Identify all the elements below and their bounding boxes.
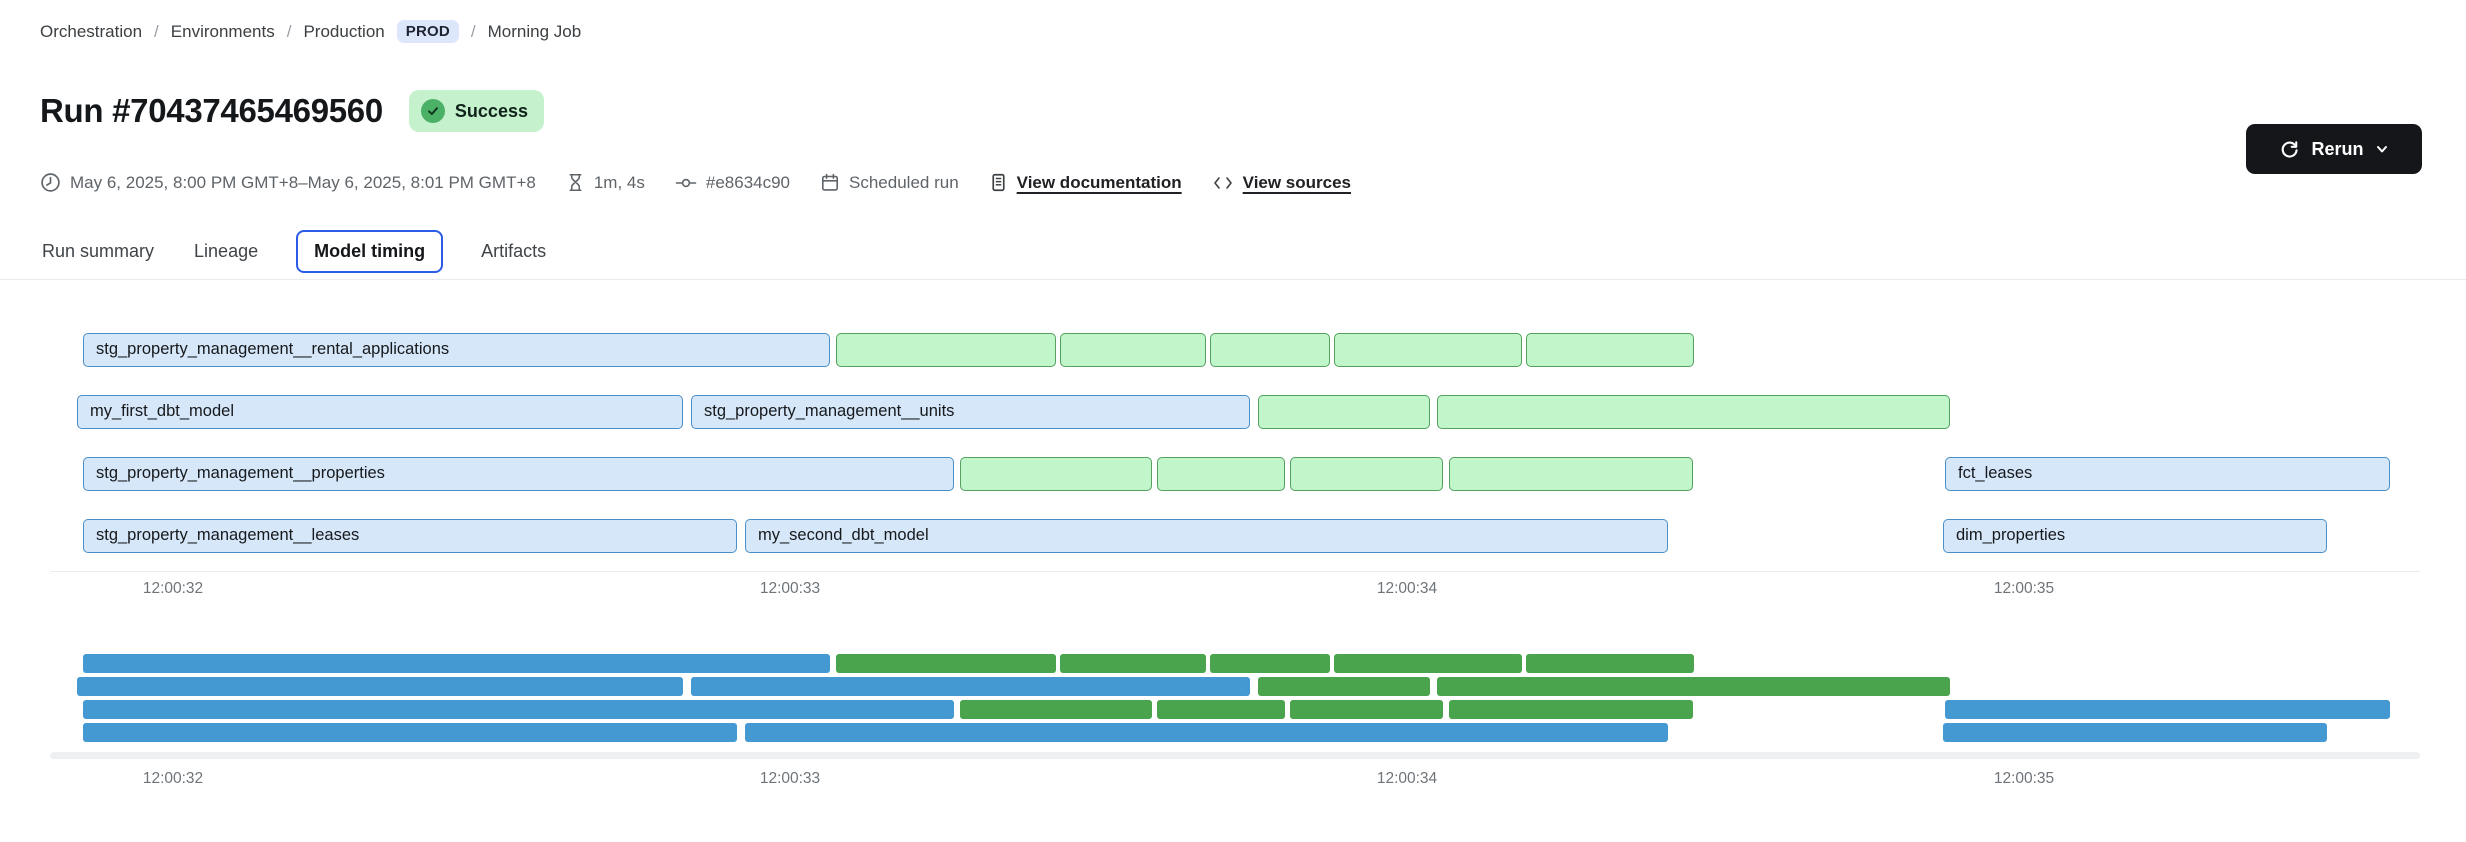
minimap-bar (77, 677, 683, 696)
minimap-bar (1943, 723, 2327, 742)
run-time-range: May 6, 2025, 8:00 PM GMT+8–May 6, 2025, … (40, 172, 536, 193)
tabs-divider (0, 279, 2466, 280)
refresh-icon (2279, 139, 2300, 160)
breadcrumb-separator: / (470, 21, 476, 41)
axis-tick-label: 12:00:35 (1993, 580, 2055, 597)
tab-run-summary[interactable]: Run summary (42, 241, 155, 261)
hourglass-icon (569, 173, 582, 192)
gantt-bar[interactable] (1334, 333, 1522, 367)
breadcrumb-production[interactable]: Production (303, 21, 385, 41)
gantt-bar[interactable] (1526, 333, 1694, 367)
minimap-bar (1945, 700, 2390, 719)
git-commit-icon (675, 178, 697, 187)
rerun-label: Rerun (2311, 138, 2364, 159)
gantt-bar[interactable]: stg_property_management__units (691, 395, 1250, 429)
breadcrumb-environments[interactable]: Environments (170, 21, 275, 41)
breadcrumb-orchestration[interactable]: Orchestration (40, 21, 143, 41)
minimap-bar (83, 654, 830, 673)
axis-tick-label: 12:00:33 (759, 580, 821, 597)
calendar-icon (822, 173, 839, 191)
gantt-bar-label: dim_properties (1956, 526, 2066, 544)
chevron-down-icon (2375, 142, 2389, 156)
breadcrumb: Orchestration / Environments / Productio… (40, 20, 581, 43)
commit-hash: #e8634c90 (675, 173, 790, 193)
gantt-bar[interactable]: my_second_dbt_model (745, 519, 1668, 553)
document-icon (992, 173, 1005, 192)
gantt-bar-label: stg_property_management__properties (96, 464, 385, 482)
success-check-icon (420, 99, 445, 123)
minimap-bar (960, 700, 1152, 719)
gantt-bar[interactable]: dim_properties (1943, 519, 2327, 553)
minimap-bar (1334, 654, 1522, 673)
breadcrumb-separator: / (154, 21, 159, 41)
run-meta-row: May 6, 2025, 8:00 PM GMT+8–May 6, 2025, … (40, 172, 1351, 193)
tab-lineage[interactable]: Lineage (194, 241, 259, 261)
page-title: Run #70437465469560 (40, 92, 383, 129)
axis-tick-label: 12:00:34 (1376, 770, 1438, 787)
axis-tick-label: 12:00:35 (1993, 770, 2055, 787)
view-documentation-link[interactable]: View documentation (989, 172, 1182, 193)
clock-icon (41, 173, 60, 192)
axis-tick-label: 12:00:34 (1376, 580, 1438, 597)
gantt-bar[interactable] (1258, 395, 1430, 429)
gantt-bar[interactable] (1290, 457, 1443, 491)
gantt-bar-label: stg_property_management__leases (96, 526, 360, 544)
tab-bar: Run summary Lineage Model timing Artifac… (40, 230, 548, 273)
gantt-bar[interactable] (1449, 457, 1693, 491)
gantt-bar-label: my_second_dbt_model (758, 526, 929, 544)
gantt-bar[interactable] (1437, 395, 1950, 429)
minimap-bar (1210, 654, 1330, 673)
tab-model-timing[interactable]: Model timing (296, 230, 444, 273)
code-icon (1213, 176, 1232, 189)
breadcrumb-separator: / (286, 21, 292, 41)
minimap-bar (83, 700, 954, 719)
minimap-bar (1060, 654, 1206, 673)
gantt-bar[interactable]: stg_property_management__properties (83, 457, 954, 491)
minimap-bar (745, 723, 1668, 742)
minimap-bar (1290, 700, 1443, 719)
axis-tick-label: 12:00:33 (759, 770, 821, 787)
axis-tick-label: 12:00:32 (142, 770, 204, 787)
gantt-bar[interactable] (1060, 333, 1206, 367)
minimap-bar (836, 654, 1056, 673)
gantt-bar[interactable]: fct_leases (1945, 457, 2390, 491)
minimap-bar (1437, 677, 1950, 696)
breadcrumb-morning-job[interactable]: Morning Job (487, 21, 582, 41)
run-duration: 1m, 4s (566, 172, 645, 193)
gantt-bar-label: fct_leases (1958, 464, 2033, 482)
gantt-bar-label: my_first_dbt_model (90, 402, 234, 420)
gantt-bar[interactable] (1210, 333, 1330, 367)
gantt-bar[interactable]: stg_property_management__leases (83, 519, 737, 553)
view-sources-link[interactable]: View sources (1212, 173, 1351, 193)
minimap-bar (1157, 700, 1285, 719)
minimap-bar (691, 677, 1250, 696)
gantt-bar-label: stg_property_management__rental_applicat… (96, 340, 450, 358)
gantt-bar-label: stg_property_management__units (704, 402, 955, 420)
minimap-track[interactable] (50, 752, 2420, 759)
gantt-bar[interactable] (1157, 457, 1285, 491)
tab-artifacts[interactable]: Artifacts (481, 241, 547, 261)
trigger-type: Scheduled run (820, 172, 959, 193)
gantt-bar[interactable] (960, 457, 1152, 491)
status-label: Success (454, 100, 528, 121)
minimap-bar (1258, 677, 1430, 696)
title-row: Run #70437465469560 Success (40, 90, 544, 132)
rerun-button[interactable]: Rerun (2246, 124, 2422, 174)
gantt-bar[interactable]: stg_property_management__rental_applicat… (83, 333, 830, 367)
minimap-bar (83, 723, 737, 742)
status-badge: Success (408, 90, 544, 132)
gantt-bar[interactable]: my_first_dbt_model (77, 395, 683, 429)
gantt-bar[interactable] (836, 333, 1056, 367)
minimap-bar (1449, 700, 1693, 719)
environment-badge: PROD (396, 20, 459, 43)
minimap-bar (1526, 654, 1694, 673)
gantt-axis-line (50, 571, 2420, 572)
axis-tick-label: 12:00:32 (142, 580, 204, 597)
